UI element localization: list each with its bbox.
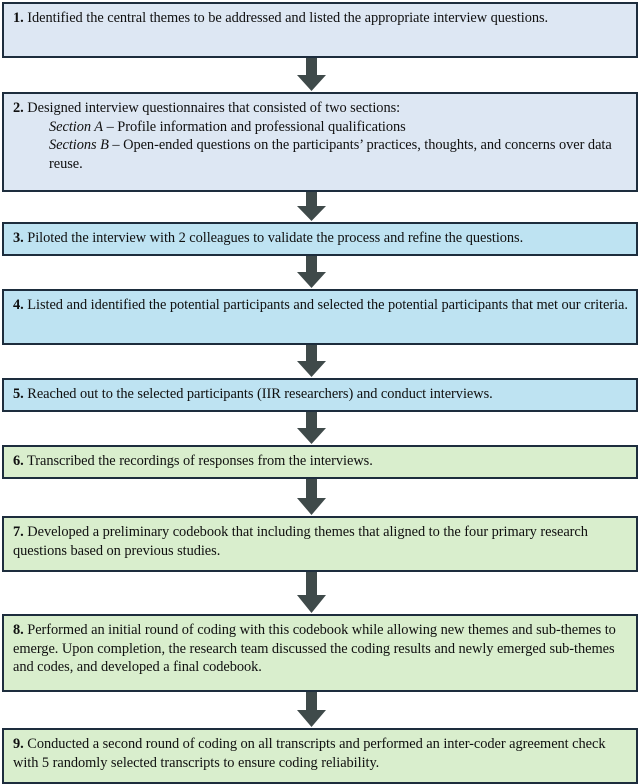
step-number-5: 5.: [13, 386, 24, 402]
flow-step-4: 4. Listed and identified the potential p…: [2, 289, 638, 345]
connector-8-to-9: [0, 692, 640, 728]
step-2-subline-b-text: – Open-ended questions on the participan…: [49, 137, 612, 172]
step-number-3: 3.: [13, 230, 24, 246]
step-2-subline-a: Section A – Profile information and prof…: [13, 118, 628, 137]
step-number-8: 8.: [13, 622, 24, 638]
connector-6-to-7: [0, 479, 640, 516]
connector-2-to-3: [0, 192, 640, 222]
step-number-9: 9.: [13, 736, 24, 752]
step-number-6: 6.: [13, 453, 24, 469]
down-arrow-icon: [297, 692, 326, 727]
step-text-5: Reached out to the selected participants…: [27, 386, 493, 402]
step-text-4: Listed and identified the potential part…: [27, 297, 628, 313]
connector-4-to-5: [0, 345, 640, 378]
step-text-6: Transcribed the recordings of responses …: [27, 453, 373, 469]
down-arrow-icon: [297, 572, 326, 613]
flow-step-7: 7. Developed a preliminary codebook that…: [2, 516, 638, 572]
down-arrow-icon: [297, 479, 326, 515]
flow-step-5: 5. Reached out to the selected participa…: [2, 378, 638, 412]
flow-step-2: 2. Designed interview questionnaires tha…: [2, 92, 638, 192]
connector-3-to-4: [0, 256, 640, 289]
flow-step-8: 8. Performed an initial round of coding …: [2, 614, 638, 692]
flow-step-9: 9. Conducted a second round of coding on…: [2, 728, 638, 784]
step-2-subline-b: Sections B – Open-ended questions on the…: [13, 136, 628, 173]
step-text-7: Developed a preliminary codebook that in…: [13, 524, 588, 559]
step-text-1: Identified the central themes to be addr…: [27, 10, 549, 26]
flow-step-3: 3. Piloted the interview with 2 colleagu…: [2, 222, 638, 256]
step-text-9: Conducted a second round of coding on al…: [13, 736, 606, 771]
step-number-4: 4.: [13, 297, 24, 313]
down-arrow-icon: [297, 412, 326, 444]
step-number-1: 1.: [13, 10, 24, 26]
step-2-subline-a-label: Section A: [49, 118, 104, 135]
step-2-subline-b-label: Sections B: [49, 137, 109, 154]
step-text-2: Designed interview questionnaires that c…: [27, 100, 401, 116]
down-arrow-icon: [297, 58, 326, 91]
flow-step-1: 1. Identified the central themes to be a…: [2, 2, 638, 58]
connector-1-to-2: [0, 58, 640, 92]
connector-7-to-8: [0, 572, 640, 614]
step-number-2: 2.: [13, 100, 24, 116]
down-arrow-icon: [297, 192, 326, 221]
flow-step-6: 6. Transcribed the recordings of respons…: [2, 445, 638, 479]
step-text-3: Piloted the interview with 2 colleagues …: [27, 230, 524, 246]
connector-5-to-6: [0, 412, 640, 445]
step-2-subline-a-text: – Profile information and professional q…: [103, 118, 406, 135]
step-text-8: Performed an initial round of coding wit…: [13, 622, 616, 676]
down-arrow-icon: [297, 256, 326, 288]
down-arrow-icon: [297, 345, 326, 377]
step-number-7: 7.: [13, 524, 24, 540]
